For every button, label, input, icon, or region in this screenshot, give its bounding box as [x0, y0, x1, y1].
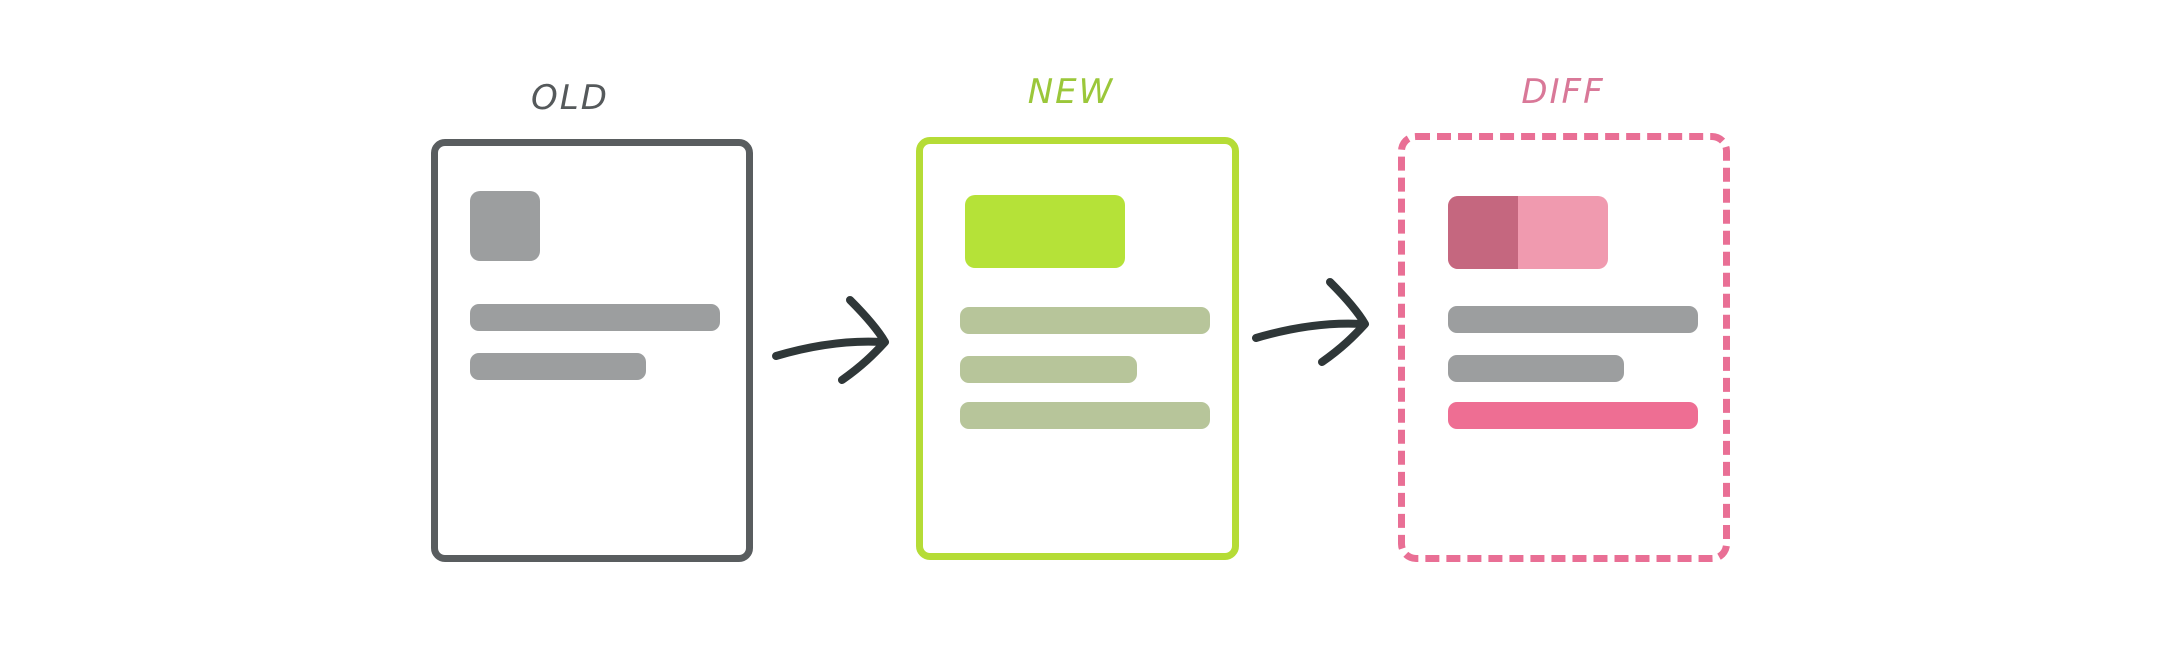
diff-card: [1398, 133, 1730, 562]
old-text-line-1: [470, 304, 720, 331]
label-diff: DIFF: [1521, 72, 1605, 112]
label-new: NEW: [1027, 72, 1115, 112]
diff-added-line: [1448, 402, 1698, 429]
new-text-line-1: [960, 307, 1210, 334]
old-image-block: [470, 191, 540, 261]
new-text-line-3: [960, 402, 1210, 429]
arrow-right-icon: [772, 296, 889, 384]
diff-text-line-1: [1448, 306, 1698, 333]
arrow-right-icon: [1252, 278, 1369, 366]
new-image-block: [965, 195, 1125, 268]
new-card: [916, 137, 1239, 560]
old-card: [431, 139, 753, 562]
old-text-line-2: [470, 353, 646, 380]
diff-overlap-block: [1448, 196, 1518, 269]
new-text-line-2: [960, 356, 1137, 383]
diff-text-line-2: [1448, 355, 1624, 382]
label-old: OLD: [531, 78, 609, 118]
